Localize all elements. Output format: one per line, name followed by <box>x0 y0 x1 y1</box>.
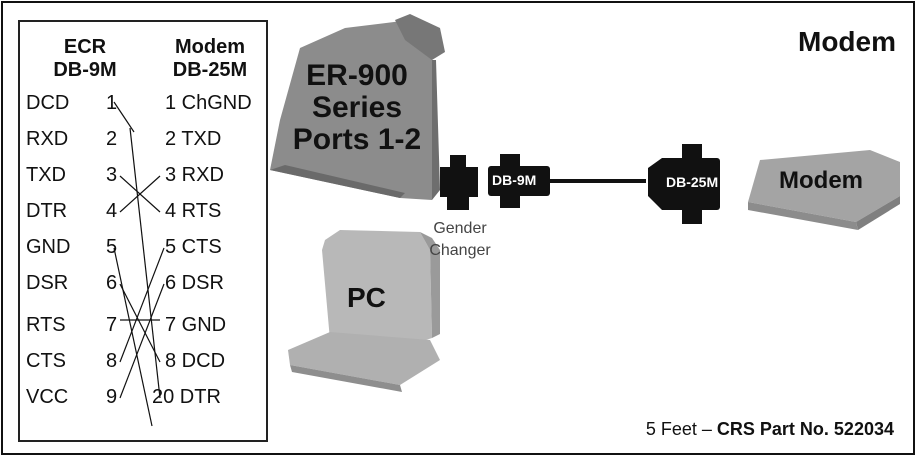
pinout-table: ECR DB-9M Modem DB-25M DCD 1 1 ChGND RXD 2 2 … <box>18 20 268 442</box>
row-signal-right: 8 DCD <box>165 350 226 372</box>
row-signal-left: RXD <box>26 128 69 150</box>
row-pin-left: 4 <box>106 200 118 222</box>
row-pin-left: 1 <box>106 92 118 114</box>
row-pin-left: 3 <box>106 164 118 186</box>
row-signal-right: 7 GND <box>165 314 227 336</box>
row-signal-left: DTR <box>26 200 68 222</box>
pc-label: PC <box>347 282 386 313</box>
register-line2: Series <box>311 91 403 124</box>
page-title: Modem <box>798 26 896 57</box>
part-length: 5 Feet – <box>645 419 717 439</box>
gender-changer-line1: Gender <box>433 220 487 237</box>
wire-1-8 <box>129 127 161 399</box>
row-pin-left: 9 <box>106 386 118 408</box>
gender-changer-label: Gender Changer <box>425 218 495 262</box>
row-signal-right: 3 RXD <box>165 164 224 186</box>
wire-8-5 <box>119 283 165 399</box>
row-signal-right: 4 RTS <box>165 200 222 222</box>
gender-changer-icon <box>440 155 478 210</box>
row-pin-left: 2 <box>106 128 118 150</box>
modem-device-label: Modem <box>779 167 863 194</box>
part-number-value: CRS Part No. 522034 <box>716 419 894 439</box>
row-pin-left: 6 <box>106 272 118 294</box>
row-pin-left: 5 <box>106 236 118 258</box>
wire-4-20 <box>113 247 153 427</box>
header-right: Modem DB-25M <box>160 36 260 82</box>
header-left: ECR DB-9M <box>40 36 130 82</box>
wiring-lines <box>113 101 165 427</box>
row-signal-right: 2 TXD <box>165 128 222 150</box>
part-number: 5 Feet – CRS Part No. 522034 <box>646 419 894 440</box>
row-signal-left: TXD <box>26 164 66 186</box>
wire-5-7 <box>119 283 161 363</box>
header-right-line2: DB-25M <box>172 59 248 81</box>
row-pin-left: 8 <box>106 350 118 372</box>
gender-changer-line2: Changer <box>429 242 491 259</box>
row-signal-left: VCC <box>26 386 69 408</box>
wire-7-4 <box>119 247 165 363</box>
wire-1-ground <box>113 101 135 133</box>
row-signal-left: RTS <box>26 314 66 336</box>
row-signal-left: DCD <box>26 92 70 114</box>
wire-3-2 <box>119 175 161 213</box>
register-line1: ER-900 <box>306 59 408 92</box>
db9-connector-icon <box>488 154 550 208</box>
header-left-line1: ECR <box>63 36 107 58</box>
db25-connector-icon <box>648 144 720 224</box>
row-signal-right: 5 CTS <box>165 236 222 258</box>
header-left-line2: DB-9M <box>53 59 117 81</box>
row-signal-left: GND <box>26 236 71 258</box>
register-line3: Ports 1-2 <box>292 123 422 156</box>
header-right-line1: Modem <box>175 36 245 58</box>
row-pin-left: 7 <box>106 314 118 336</box>
register-label: ER-900 Series Ports 1-2 <box>282 60 432 156</box>
row-signal-right: 20 DTR <box>152 386 221 408</box>
row-signal-left: DSR <box>26 272 69 294</box>
modem-icon <box>748 150 900 230</box>
db25-label: DB-25M <box>666 174 719 190</box>
cash-register-icon <box>270 14 445 200</box>
db9-label: DB-9M <box>492 172 537 188</box>
row-signal-right: 6 DSR <box>165 272 224 294</box>
row-signal-left: CTS <box>26 350 66 372</box>
pc-icon <box>288 230 440 392</box>
row-signal-right: 1 ChGND <box>165 92 252 114</box>
